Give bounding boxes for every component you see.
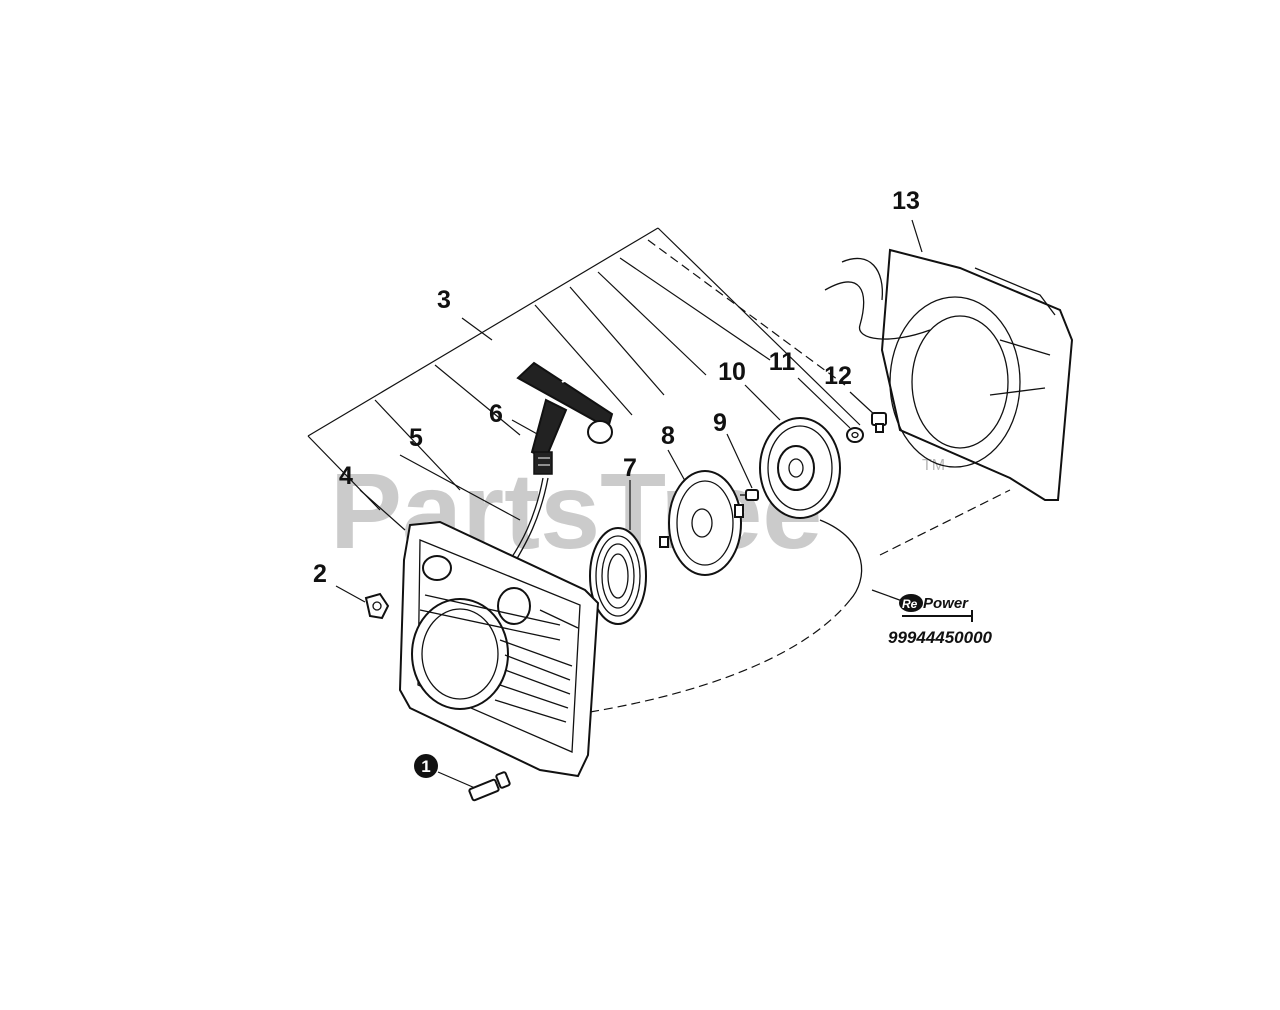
rope-rotor xyxy=(759,417,863,601)
rewind-spring xyxy=(589,527,647,625)
callout-11: 11 xyxy=(769,348,796,376)
spring-housing xyxy=(659,470,744,576)
callout-9: 9 xyxy=(713,409,727,437)
callout-3: 3 xyxy=(437,286,451,314)
repower-brand-prefix: Re xyxy=(902,597,918,611)
starter-handle xyxy=(516,361,614,475)
callout-6: 6 xyxy=(489,400,503,428)
repower-part-number: 99944450000 xyxy=(888,628,993,647)
bolt-1 xyxy=(468,771,511,802)
washer-11 xyxy=(846,427,864,443)
watermark-trademark: TM xyxy=(922,457,945,474)
fan-housing xyxy=(824,248,1074,501)
callout-2: 2 xyxy=(313,560,327,588)
assembly-bracket xyxy=(307,227,861,511)
repower-logo-badge xyxy=(899,594,923,612)
callout-13: 13 xyxy=(892,187,920,215)
watermark-text: PartsTree xyxy=(330,450,822,571)
callout-7: 7 xyxy=(623,454,637,482)
callout-4: 4 xyxy=(339,462,353,490)
screw-12 xyxy=(871,412,887,433)
callout-labels: 1 2 3 4 5 6 7 8 9 10 11 12 13 xyxy=(313,187,920,778)
fan-cover xyxy=(398,520,600,778)
nut-2 xyxy=(364,592,390,620)
callout-12: 12 xyxy=(824,362,852,390)
callout-5: 5 xyxy=(409,424,423,452)
screw-9 xyxy=(740,489,759,501)
callout-10: 10 xyxy=(718,358,746,386)
callout-1-badge xyxy=(414,754,438,778)
repower-brand-suffix: Power xyxy=(923,595,969,612)
callout-8: 8 xyxy=(661,422,675,450)
repower-kit-label: Re Power 99944450000 xyxy=(888,594,993,647)
callout-1: 1 xyxy=(421,757,430,776)
leader-lines xyxy=(335,219,1011,789)
